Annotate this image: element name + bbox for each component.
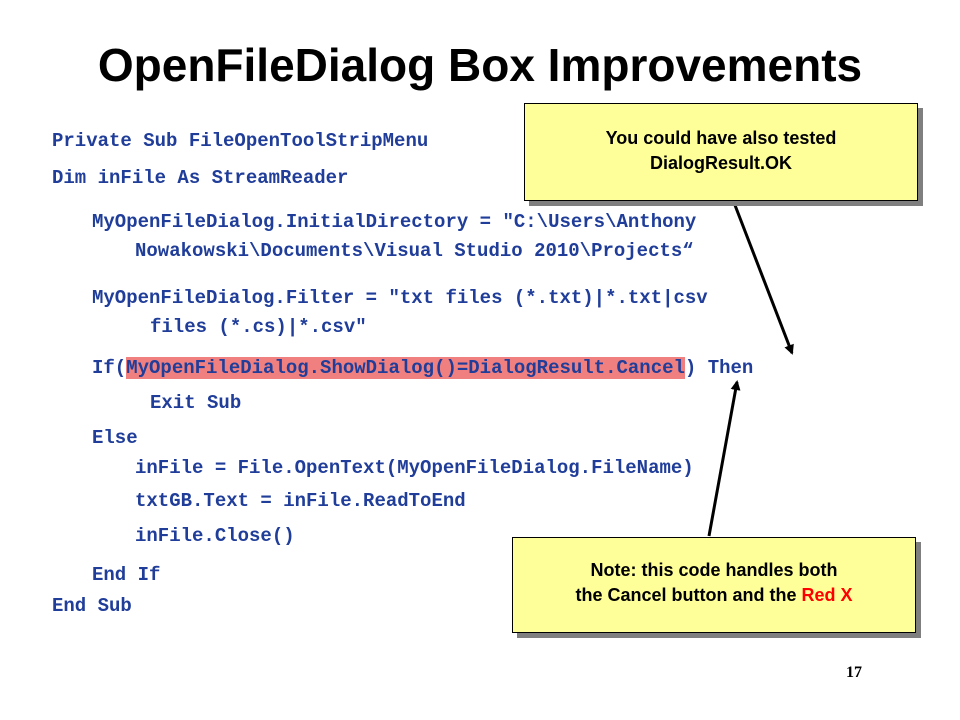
callout-bottom-line2-prefix: the Cancel button and the (575, 585, 802, 605)
callout-cancel-red-x-note: Note: this code handles both the Cancel … (512, 537, 916, 633)
code-line-else: Else (92, 427, 138, 449)
code-line-exit-sub: Exit Sub (150, 392, 242, 414)
callout-bottom-line1: Note: this code handles both (590, 560, 838, 580)
highlighted-showdialog-condition: MyOpenFileDialog.ShowDialog()=DialogResu… (126, 357, 685, 379)
callout-red-x-text: Red X (801, 585, 853, 605)
code-line-dim: Dim inFile As StreamReader (52, 167, 349, 189)
code-line-filter-cont: files (*.cs)|*.csv" (150, 316, 367, 338)
top-callout-arrow (731, 199, 794, 355)
slide-title: OpenFileDialog Box Improvements (97, 39, 863, 91)
code-line-close: inFile.Close() (135, 525, 295, 547)
code-if-prefix: If( (92, 357, 127, 379)
code-line-open-text: inFile = File.OpenText(MyOpenFileDialog.… (135, 457, 694, 479)
code-line-filter: MyOpenFileDialog.Filter = "txt files (*.… (92, 287, 708, 309)
callout-dialogresult-ok: You could have also tested DialogResult.… (524, 103, 918, 201)
code-line-initial-directory: MyOpenFileDialog.InitialDirectory = "C:\… (92, 211, 697, 233)
code-if-suffix: ) Then (684, 357, 754, 379)
code-line-read-to-end: txtGB.Text = inFile.ReadToEnd (135, 490, 466, 512)
code-line-sub-declaration: Private Sub FileOpenToolStripMenu (52, 130, 429, 152)
code-line-initial-directory-cont: Nowakowski\Documents\Visual Studio 2010\… (135, 240, 694, 262)
code-line-if: If(MyOpenFileDialog.ShowDialog()=DialogR… (92, 357, 753, 379)
code-line-end-sub: End Sub (52, 595, 132, 617)
bottom-callout-arrow (707, 380, 741, 537)
page-number: 17 (846, 664, 862, 681)
callout-bottom-line2: the Cancel button and the Red X (513, 583, 915, 608)
callout-top-line2: DialogResult.OK (649, 153, 792, 173)
callout-top-line1: You could have also tested (605, 128, 837, 148)
code-line-end-if: End If (92, 564, 161, 586)
